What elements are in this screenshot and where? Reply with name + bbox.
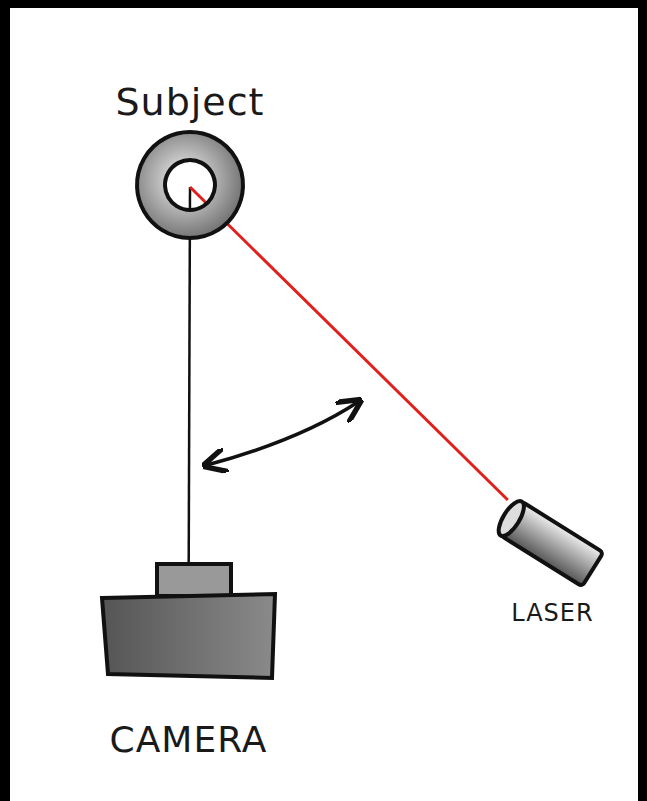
laser-beam <box>190 187 508 500</box>
laser-icon: LASER <box>495 500 610 588</box>
subject-ring: Subject <box>135 130 245 240</box>
node-label: Subject <box>115 82 264 124</box>
page-ground <box>10 8 638 801</box>
node-label: CAMERA <box>110 720 268 760</box>
camera-icon-shape <box>100 562 277 682</box>
line-of-sight <box>189 187 190 562</box>
camera-icon: CAMERA <box>100 562 277 682</box>
node-label: LASER <box>511 600 593 626</box>
laser-icon-shape <box>495 500 610 588</box>
angle-arrow <box>207 402 358 465</box>
subject-ring-shape <box>135 130 245 240</box>
